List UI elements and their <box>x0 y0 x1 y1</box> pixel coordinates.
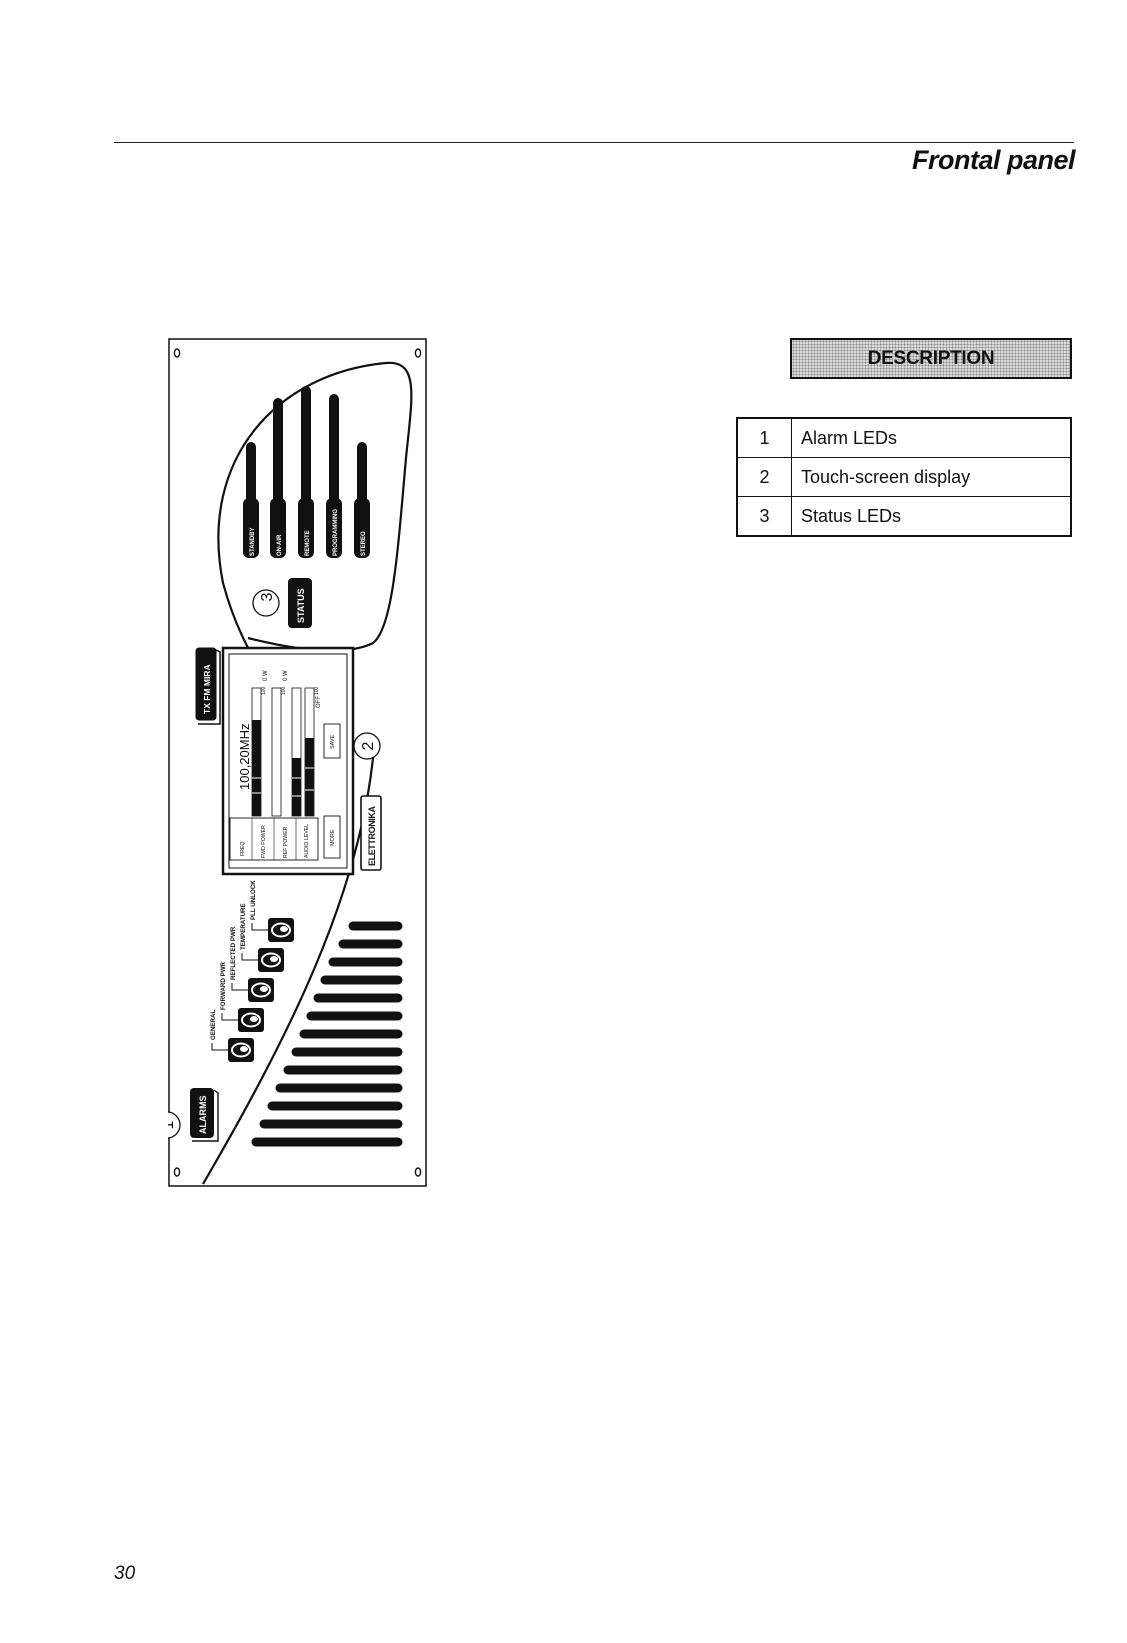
alarm-led-label-pll-unlock: PLL UNLOCK <box>250 880 257 920</box>
description-item-number: 2 <box>736 457 792 497</box>
alarms-button-label: ALARMS <box>198 1096 208 1135</box>
svg-text:100: 100 <box>314 686 320 695</box>
status-button[interactable] <box>288 578 312 628</box>
display-more-button[interactable] <box>323 815 341 859</box>
table-row: 1 Alarm LEDs <box>736 417 1072 458</box>
alarm-leds <box>228 918 294 1062</box>
status-button-label: STATUS <box>296 588 306 623</box>
callout-3 <box>252 589 280 617</box>
description-header: DESCRIPTION <box>790 338 1072 379</box>
callout-1-number: 1 <box>168 1120 177 1129</box>
status-led-labels: STANDBY ON-AIR REMOTE PROGRAMMING STEREO <box>250 509 367 556</box>
display-save-button[interactable] <box>323 723 341 759</box>
status-led-label-on-air: ON-AIR <box>277 534 283 556</box>
status-led-label-standby: STANDBY <box>250 527 256 556</box>
display-frequency: 100,20MHz <box>237 724 252 790</box>
svg-text:100: 100 <box>261 686 267 695</box>
callout-2 <box>353 732 381 760</box>
alarm-led-label-temperature: TEMPERATURE <box>240 903 247 950</box>
brand-badge-text: TX FM MIRA <box>202 664 212 714</box>
display-fwd-value: 0 W <box>263 670 269 681</box>
display-more-label: MORE <box>330 829 336 846</box>
description-item-number: 1 <box>736 417 792 458</box>
callout-3-number: 3 <box>259 592 276 601</box>
status-led-sockets <box>243 498 370 558</box>
logo-badge <box>360 795 382 871</box>
description-item-number: 3 <box>736 496 792 537</box>
ventilation-slots <box>251 921 403 1147</box>
display-audio-state: OFF <box>316 696 322 708</box>
logo-text: ELETTRONIKA <box>367 806 377 866</box>
display-ref-value: 0 W <box>283 670 289 681</box>
description-table: 1 Alarm LEDs 2 Touch-screen display 3 St… <box>736 417 1072 537</box>
display-save-label: SAVE <box>330 734 336 749</box>
status-led-label-stereo: STEREO <box>361 531 367 556</box>
page-title: Frontal panel <box>911 145 1076 175</box>
alarm-led-label-reflected-pwr: REFLECTED PWR <box>230 926 237 980</box>
table-row: 2 Touch-screen display <box>736 457 1072 497</box>
description-item-label: Alarm LEDs <box>791 417 1072 458</box>
front-panel-drawing: STANDBY ON-AIR REMOTE PROGRAMMING STEREO… <box>168 338 427 1187</box>
status-led-label-programming: PROGRAMMING <box>333 509 339 556</box>
description-item-label: Touch-screen display <box>791 457 1072 497</box>
table-row: 3 Status LEDs <box>736 496 1072 537</box>
alarm-led-label-general: GENERAL <box>210 1010 217 1040</box>
description-header-text: DESCRIPTION <box>867 347 995 369</box>
touch-screen-display[interactable]: 100,20MHz 100 100 100 0 <box>221 646 355 876</box>
display-row-audio-level: AUDIO LEVEL <box>304 824 310 858</box>
status-led-label-remote: REMOTE <box>305 530 311 556</box>
display-row-ref-power: REF POWER <box>283 826 289 858</box>
top-rule <box>114 142 1074 143</box>
display-row-freq: FREQ <box>240 842 246 856</box>
corner-screws <box>173 348 422 1177</box>
display-row-fwd-power: FWD POWER <box>261 825 267 858</box>
page-number: 30 <box>114 1563 136 1584</box>
panel-curve <box>202 361 413 1185</box>
brand-badge <box>195 647 217 721</box>
alarms-button[interactable] <box>190 1088 214 1138</box>
description-item-label: Status LEDs <box>791 496 1072 537</box>
callout-2-number: 2 <box>360 741 377 750</box>
alarm-led-label-forward-pwr: FORWARD PWR <box>220 961 227 1010</box>
callout-1 <box>168 1111 181 1139</box>
svg-text:100: 100 <box>281 686 287 695</box>
